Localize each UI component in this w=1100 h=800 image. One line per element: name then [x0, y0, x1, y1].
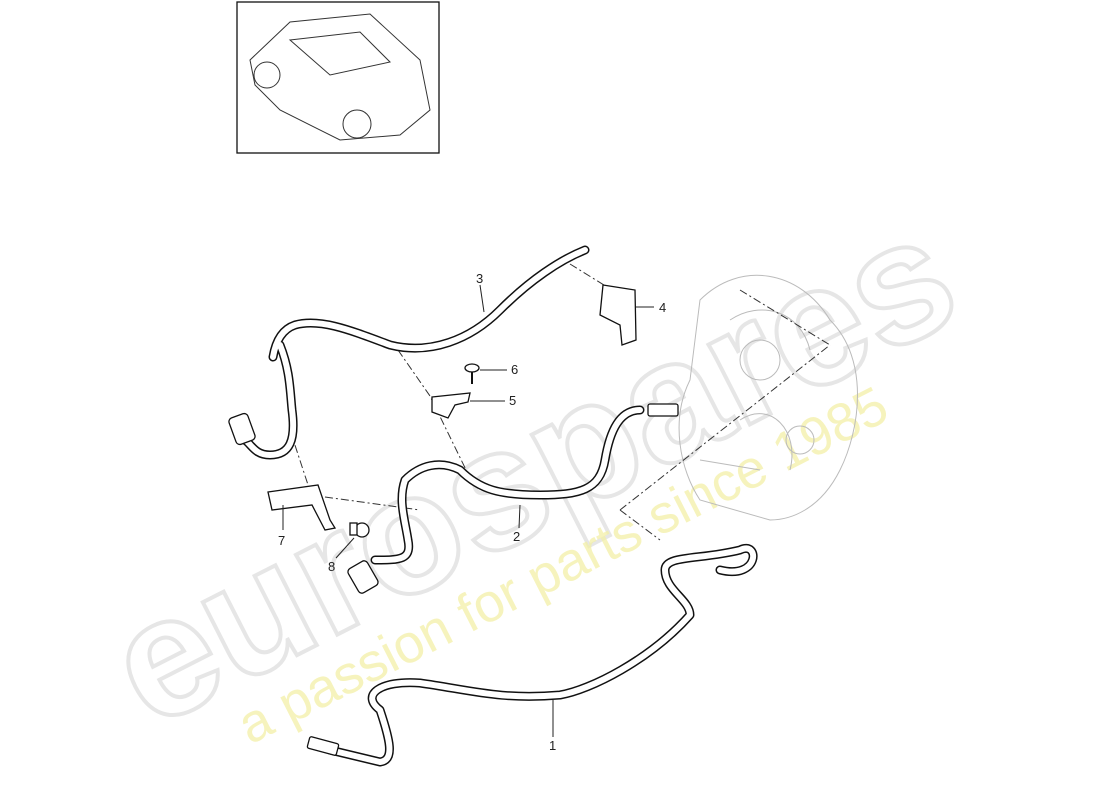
screw-6[interactable] [464, 363, 480, 384]
hose-2[interactable] [346, 403, 679, 595]
bolt-8[interactable] [349, 522, 370, 538]
hose-3[interactable] [228, 245, 590, 460]
car-thumbnail [236, 1, 440, 154]
engine-outline [678, 274, 858, 521]
callout-6: 6 [511, 362, 518, 377]
clip-5[interactable] [431, 392, 471, 419]
callout-3: 3 [476, 271, 483, 286]
callout-2: 2 [513, 529, 520, 544]
callouts: 3 4 6 5 2 7 8 1 [278, 271, 666, 753]
callout-4: 4 [659, 300, 666, 315]
callout-1: 1 [549, 738, 556, 753]
watermark: eurospares a passion for parts since 198… [79, 176, 986, 765]
callout-8: 8 [328, 559, 335, 574]
callout-5: 5 [509, 393, 516, 408]
callout-7: 7 [278, 533, 285, 548]
hose-1[interactable] [306, 543, 758, 767]
watermark-brand: eurospares [81, 178, 984, 763]
bracket-4[interactable] [599, 284, 637, 346]
bracket-7[interactable] [267, 484, 337, 531]
